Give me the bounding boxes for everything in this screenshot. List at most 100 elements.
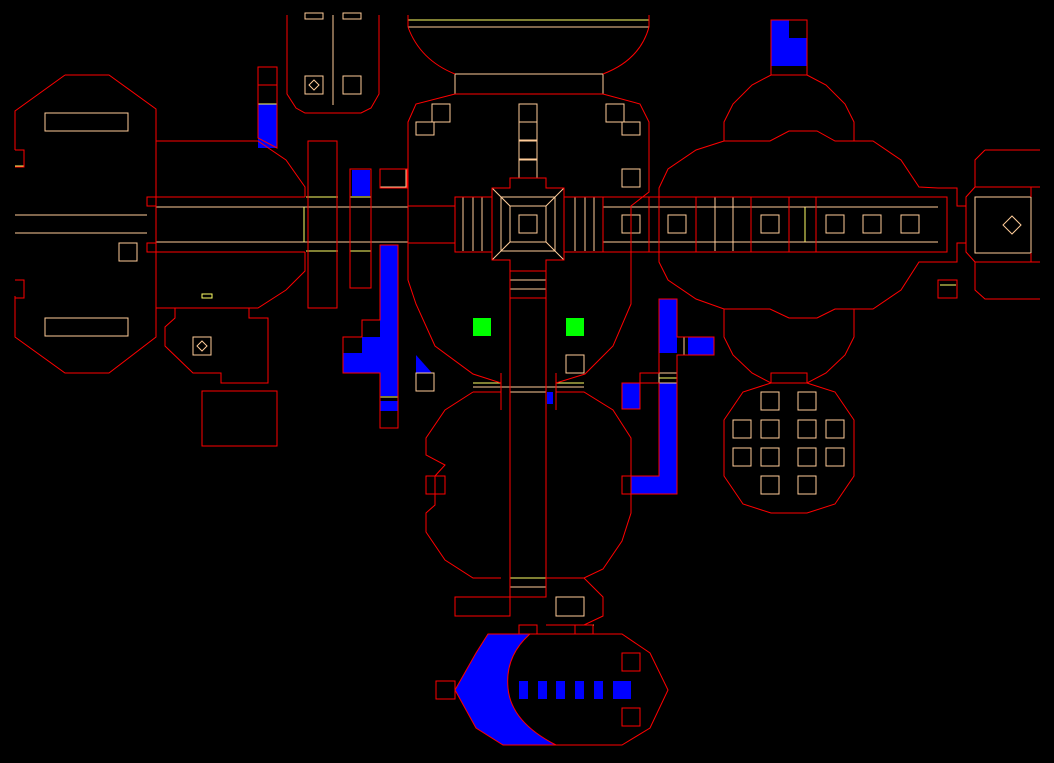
- central-pillar-ring: [509, 205, 547, 243]
- north-stair-3: [518, 140, 538, 160]
- grid-pillar-1: [760, 391, 780, 411]
- east-small-box: [937, 279, 958, 299]
- south-oval-box-2: [621, 707, 641, 727]
- east-corridor-pillar-4: [825, 214, 845, 234]
- north-east-pool-frame: [770, 19, 808, 76]
- north-west-teleport: [304, 75, 324, 95]
- north-west-box: [342, 75, 362, 95]
- west-room-inner-slot-top: [44, 112, 129, 132]
- liquid-south-tile-4: [575, 681, 584, 699]
- liquid-sectors: [258, 20, 807, 745]
- west-room-inner-slot-bottom: [44, 317, 129, 337]
- liquid-south-tile-2: [538, 681, 547, 699]
- grid-pillar-5: [797, 419, 817, 439]
- floor-steps: [15, 19, 966, 626]
- player-marker-1: [473, 318, 491, 336]
- hall-block-s: [565, 354, 585, 374]
- grid-pillar-7: [732, 447, 752, 467]
- hall-block-ne-1: [605, 103, 625, 123]
- east-corridor-pillar-2: [667, 214, 687, 234]
- grid-pillar-4: [760, 419, 780, 439]
- south-oval-room: [454, 633, 669, 746]
- grid-pillar-9: [797, 447, 817, 467]
- north-west-cell-a: [304, 12, 324, 20]
- south-west-room: [164, 307, 269, 384]
- hall-block-e: [621, 168, 641, 188]
- north-stair-2: [518, 121, 538, 141]
- liquid-west-channel: [343, 245, 398, 396]
- west-room-wall: [14, 74, 157, 374]
- grid-pillar-11: [760, 475, 780, 495]
- teleport-diamond-1: [308, 79, 320, 91]
- west-door-stub-top: [146, 196, 157, 207]
- south-round-room: [425, 391, 632, 579]
- east-door-frame-1: [695, 196, 752, 253]
- liquid-south-tile-3: [556, 681, 565, 699]
- hall-block-sw: [415, 372, 435, 392]
- west-pillar-b: [349, 168, 372, 289]
- far-east-inner: [975, 186, 1040, 263]
- liquid-top-right-pool: [771, 20, 807, 66]
- top-left-channel-frame: [257, 66, 278, 149]
- south-oval-stub: [435, 680, 456, 700]
- east-door-frame-2: [788, 196, 817, 253]
- grid-pillar-2: [797, 391, 817, 411]
- central-ring-corner-se: [545, 241, 565, 261]
- step-small-marker: [201, 293, 213, 299]
- grid-pillar-12: [797, 475, 817, 495]
- liquid-east-channel-c: [622, 383, 640, 409]
- south-west-closet: [201, 390, 278, 447]
- grid-pillar-10: [825, 447, 845, 467]
- teleport-diamond-3: [1002, 215, 1022, 235]
- west-pillar-a: [307, 140, 338, 309]
- central-ring-corner-nw: [491, 187, 511, 207]
- central-ring-corner-ne: [545, 187, 565, 207]
- south-connector-box: [555, 596, 585, 617]
- east-corridor-pillar-5: [862, 214, 882, 234]
- liquid-south-crescent: [455, 634, 556, 745]
- south-oval-inner-arc: [507, 633, 557, 746]
- north-west-cell-b: [342, 12, 362, 20]
- liquid-east-channel-b: [688, 337, 714, 355]
- east-door-stub: [938, 196, 948, 253]
- liquid-west-channel-step: [380, 401, 398, 411]
- player-marker-2: [566, 318, 584, 336]
- west-side-room-box: [379, 168, 408, 189]
- east-corridor-pillar-3: [760, 214, 780, 234]
- solid-walls: [14, 15, 1040, 746]
- liquid-east-channel-d: [631, 383, 677, 494]
- far-east-room: [965, 149, 1040, 300]
- liquid-south-tile-1: [519, 681, 528, 699]
- north-west-alcove: [286, 15, 380, 114]
- grid-pillar-8: [760, 447, 780, 467]
- liquid-south-tile-5: [594, 681, 603, 699]
- central-hall-wall: [407, 93, 650, 384]
- central-pillar: [518, 214, 538, 234]
- central-ring-outer: [500, 196, 556, 252]
- player-markers: [473, 318, 584, 336]
- grid-pillar-3: [732, 419, 752, 439]
- east-room-teleport: [974, 196, 1032, 254]
- hall-block-ne-2: [621, 121, 641, 136]
- liquid-east-channel-a: [659, 299, 677, 353]
- west-edge-bracket-top: [15, 149, 25, 168]
- east-big-room: [658, 130, 967, 319]
- east-corridor-pillar-6: [900, 214, 920, 234]
- south-side-room-west: [454, 596, 511, 617]
- east-channel-frame: [621, 298, 715, 495]
- west-pillar: [118, 242, 138, 262]
- central-ring-box-e: [563, 196, 604, 253]
- north-hall-outline: [407, 15, 650, 75]
- central-ring-corner-sw: [491, 241, 511, 261]
- south-oval-box-1: [621, 652, 641, 672]
- grid-pillar-6: [825, 419, 845, 439]
- liquid-top-left-channel: [258, 104, 277, 148]
- south-east-grid-room: [723, 382, 855, 514]
- south-corridor: [509, 271, 547, 598]
- hall-block-nw-1: [415, 121, 435, 136]
- south-round-room-notch: [425, 475, 446, 495]
- west-edge-bracket-bottom: [15, 279, 25, 299]
- south-west-teleport: [192, 336, 212, 356]
